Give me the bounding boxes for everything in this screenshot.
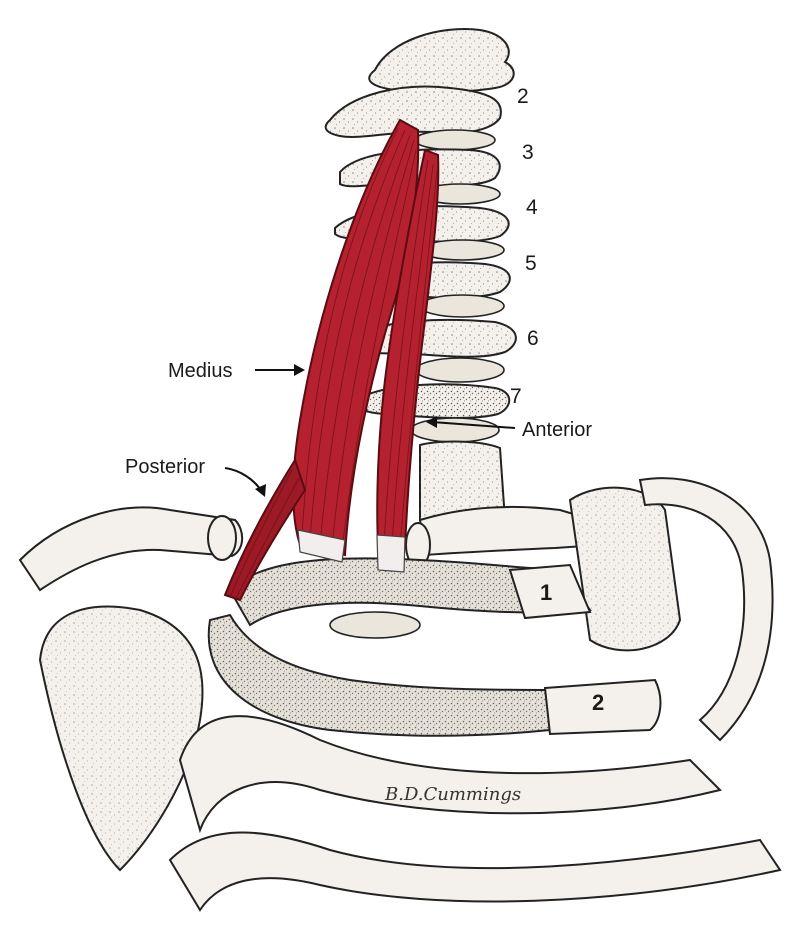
leader-lines bbox=[224, 364, 516, 497]
vertebra-label-3: 3 bbox=[522, 141, 534, 164]
label-anterior: Anterior bbox=[522, 419, 592, 441]
vertebra-label-4: 4 bbox=[526, 196, 538, 219]
rib-label-1: 1 bbox=[540, 580, 552, 605]
rib-cage bbox=[18, 477, 782, 912]
artist-signature: B.D.Cummings bbox=[384, 784, 521, 805]
label-medius: Medius bbox=[168, 360, 232, 382]
vertebra-label-2: 2 bbox=[517, 85, 529, 108]
vertebra-label-5: 5 bbox=[525, 252, 537, 275]
scalenus-anterior bbox=[376, 148, 440, 573]
rib-label-2: 2 bbox=[592, 690, 604, 715]
vertebra-label-6: 6 bbox=[527, 327, 539, 350]
skull-base bbox=[368, 28, 515, 94]
vertebra-label-7: 7 bbox=[510, 385, 522, 408]
scalenus-posterior bbox=[223, 457, 307, 602]
label-posterior: Posterior bbox=[125, 456, 205, 478]
